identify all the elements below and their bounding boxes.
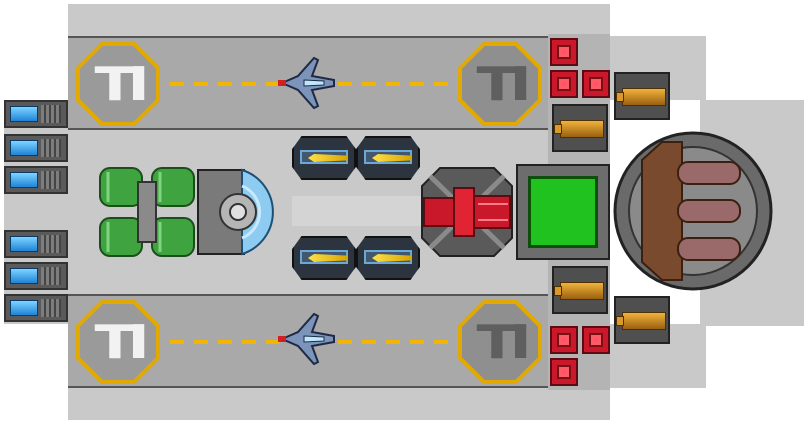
autocannon-turret[interactable] [614, 72, 670, 120]
interceptor-fighter-icon [278, 56, 335, 110]
autocannon-turret-icon [622, 312, 666, 330]
point-defense-module[interactable] [550, 38, 578, 66]
point-defense-module[interactable] [582, 326, 610, 354]
ion-thruster-icon [10, 106, 38, 122]
thruster[interactable] [4, 134, 68, 162]
corridor [292, 196, 422, 226]
thruster[interactable] [4, 166, 68, 194]
point-defense-module[interactable] [550, 70, 578, 98]
autocannon-turret-icon [622, 88, 666, 106]
reactor[interactable] [516, 164, 610, 260]
missile-pod-icon [308, 154, 348, 162]
laser-core[interactable] [420, 166, 514, 258]
fighter-top[interactable] [274, 50, 338, 116]
missile-pod-icon [372, 254, 412, 262]
armored-turret-icon [613, 131, 773, 291]
landing-pad-bottom[interactable]: TI [458, 300, 542, 384]
thruster[interactable] [4, 294, 68, 322]
ion-thruster-icon [10, 268, 38, 284]
shield-generator[interactable] [196, 166, 290, 258]
interceptor-fighter-icon [278, 312, 335, 366]
thruster[interactable] [4, 230, 68, 258]
ion-thruster-icon [10, 140, 38, 156]
ion-thruster-icon [10, 172, 38, 188]
autocannon-turret[interactable] [552, 266, 608, 314]
thruster[interactable] [4, 100, 68, 128]
landing-pad-glyph: TI [476, 57, 531, 111]
ion-thruster-icon [10, 236, 38, 252]
launch-pad-glyph: TI [94, 57, 149, 111]
missile-rack[interactable] [292, 136, 356, 180]
point-defense-module[interactable] [550, 326, 578, 354]
missile-rack[interactable] [356, 236, 420, 280]
launch-pad-top[interactable]: TI [76, 42, 160, 126]
fighter-bottom[interactable] [274, 306, 338, 372]
autocannon-turret-icon [560, 120, 604, 138]
laser-cannon-icon [421, 167, 513, 257]
green-reactor-icon [528, 176, 598, 248]
hull-top-plate [68, 4, 610, 38]
thruster[interactable] [4, 262, 68, 290]
launch-pad-bottom[interactable]: TI [76, 300, 160, 384]
missile-rack[interactable] [292, 236, 356, 280]
missile-pod-icon [372, 154, 412, 162]
autocannon-turret[interactable] [552, 104, 608, 152]
ion-thruster-icon [10, 300, 38, 316]
landing-pad-glyph: TI [476, 315, 531, 369]
missile-rack[interactable] [356, 136, 420, 180]
armored-bridge[interactable] [612, 130, 774, 292]
launch-pad-glyph: TI [94, 315, 149, 369]
missile-pod-icon [308, 254, 348, 262]
fuel-tanks[interactable] [98, 164, 196, 260]
point-defense-module[interactable] [582, 70, 610, 98]
hull-bottom-plate [68, 386, 610, 420]
autocannon-turret-icon [560, 282, 604, 300]
landing-pad-top[interactable]: TI [458, 42, 542, 126]
point-defense-module[interactable] [550, 358, 578, 386]
autocannon-turret[interactable] [614, 296, 670, 344]
fuel-tank-icon [99, 167, 195, 257]
shield-dome-icon [197, 168, 274, 256]
